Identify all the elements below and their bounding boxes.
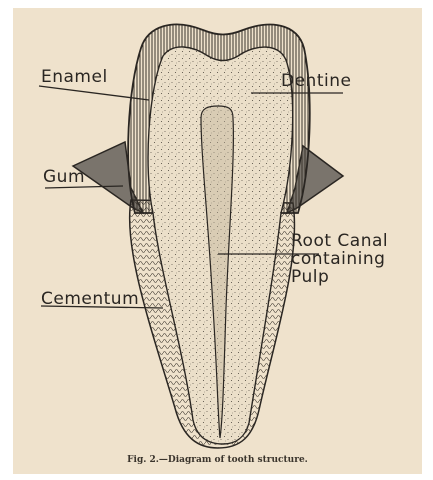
dentine-label: Dentine <box>281 72 351 90</box>
root-canal-label-line1: Root Canal <box>291 232 388 250</box>
gum-label: Gum <box>43 168 85 186</box>
cementum-label: Cementum <box>41 290 139 308</box>
root-canal-label-line3: Pulp <box>291 268 329 286</box>
figure-caption: Fig. 2.—Diagram of tooth structure. <box>13 455 422 465</box>
enamel-label: Enamel <box>41 68 108 86</box>
root-canal-label-line2: containing <box>291 250 385 268</box>
figure-page: Enamel Dentine Gum Root Canal containing… <box>13 8 422 474</box>
